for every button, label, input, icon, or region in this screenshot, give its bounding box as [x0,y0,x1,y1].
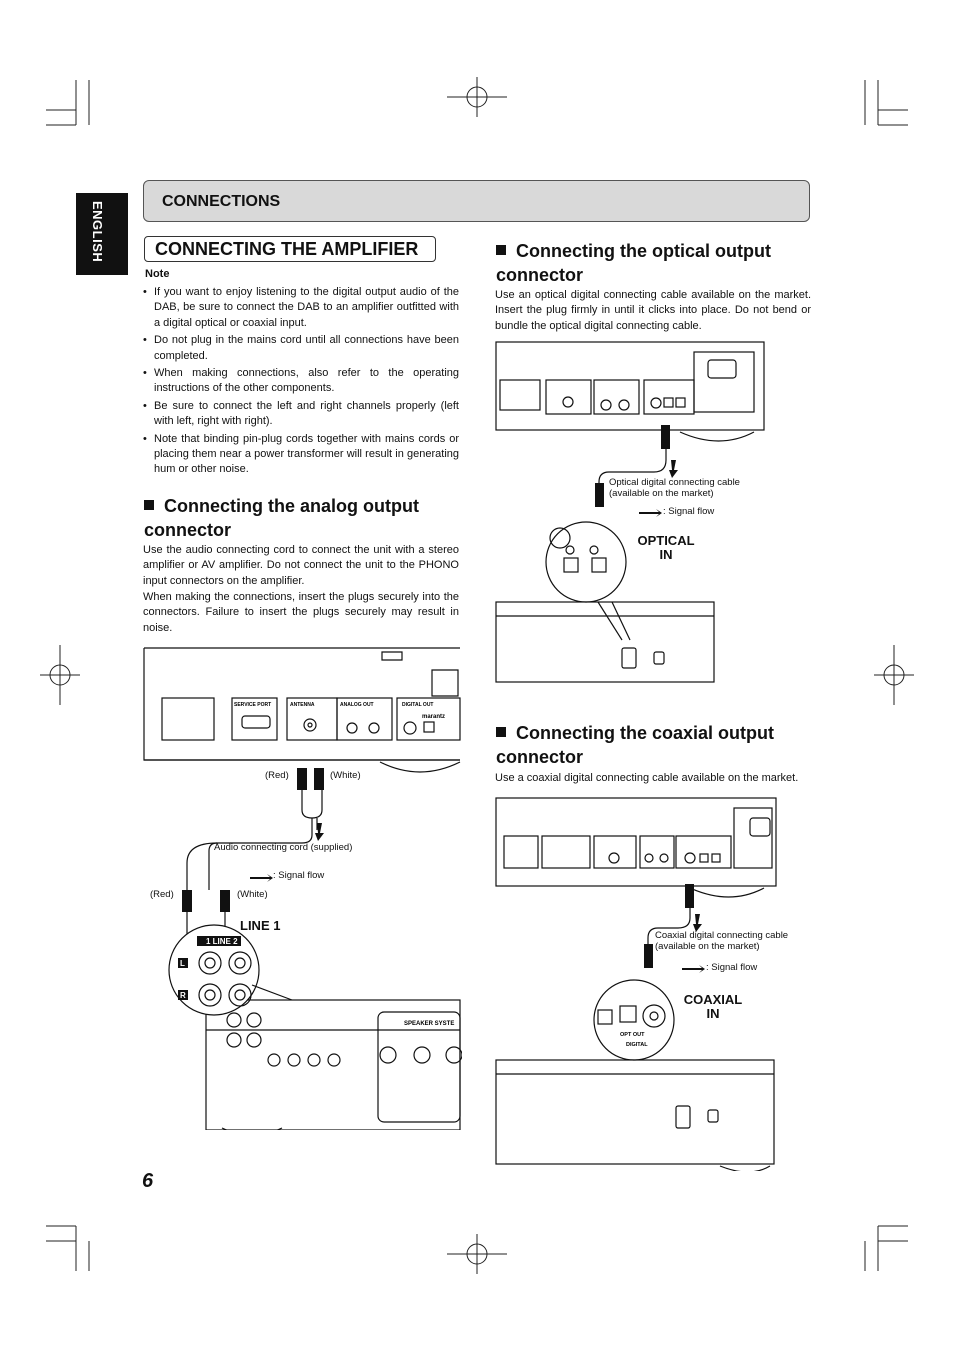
note-item: When making connections, also refer to t… [143,366,459,397]
note-item: Be sure to connect the left and right ch… [143,399,459,430]
service-port-label: SERVICE PORT [234,702,271,708]
note-list: If you want to enjoy listening to the di… [143,285,459,480]
white-label-top: (White) [330,770,361,781]
analog-paragraph-2: When making the connections, insert the … [143,591,459,634]
opt-out-label: OPT OUT [620,1032,645,1038]
optical-signal-flow-label: : Signal flow [663,506,715,517]
analog-heading: Connecting the analog output connector [144,494,454,542]
coaxial-heading: Connecting the coaxial output connector [496,721,806,769]
main-title-box: CONNECTING THE AMPLIFIER [144,236,436,262]
analog-connection-diagram: SERVICE PORT ANTENNA ANALOG OUT DIGITAL … [143,647,462,1130]
brand-label: marantz [422,714,445,720]
optical-heading-text: Connecting the optical output connector [496,241,771,285]
coaxial-in-label: COAXIAL IN [683,992,743,1021]
main-title: CONNECTING THE AMPLIFIER [155,239,419,259]
note-item: If you want to enjoy listening to the di… [143,285,459,331]
antenna-label: ANTENNA [290,702,315,708]
bullet-square-icon [144,500,154,510]
bullet-square-icon [496,727,506,737]
digital-out-label: DIGITAL OUT [402,702,433,708]
coaxial-paragraph: Use a coaxial digital connecting cable a… [495,772,799,784]
right-channel-label: R [180,991,186,1000]
optical-heading: Connecting the optical output connector [496,239,806,287]
language-label: ENGLISH [90,201,105,263]
note-item: Do not plug in the mains cord until all … [143,333,459,364]
coaxial-heading-text: Connecting the coaxial output connector [496,723,775,767]
red-label-top: (Red) [265,770,289,781]
coaxial-cable-label: Coaxial digital connecting cable (availa… [655,930,789,952]
optical-paragraph: Use an optical digital connecting cable … [495,289,811,332]
section-title: CONNECTIONS [162,193,281,210]
analog-paragraph-1: Use the audio connecting cord to connect… [143,544,459,587]
line1-label: LINE 1 [240,918,281,933]
optical-connection-diagram [495,341,765,683]
signal-flow-label: : Signal flow [273,870,325,881]
analog-heading-text: Connecting the analog output connector [144,496,419,540]
coaxial-connection-diagram: OPT OUT DIGITAL [495,797,777,1171]
line-panel-label: 1 LINE 2 [206,937,238,946]
audio-cord-label: Audio connecting cord (supplied) [214,842,353,853]
note-item: Note that binding pin-plug cords togethe… [143,432,459,478]
language-tab: ENGLISH [76,193,128,275]
left-channel-label: L [180,959,185,968]
speaker-label: SPEAKER SYSTE [404,1021,454,1027]
section-header-bar: CONNECTIONS [143,180,810,222]
red-label-bottom: (Red) [150,889,174,900]
digital-label: DIGITAL [626,1042,648,1048]
page-number: 6 [142,1170,154,1192]
optical-cable-label: Optical digital connecting cable (availa… [609,477,740,499]
bullet-square-icon [496,245,506,255]
analog-out-label: ANALOG OUT [340,702,374,708]
coaxial-signal-flow-label: : Signal flow [706,962,758,973]
optical-in-label: OPTICAL IN [637,533,695,562]
white-label-bottom: (White) [237,889,268,900]
note-heading: Note [145,268,170,280]
